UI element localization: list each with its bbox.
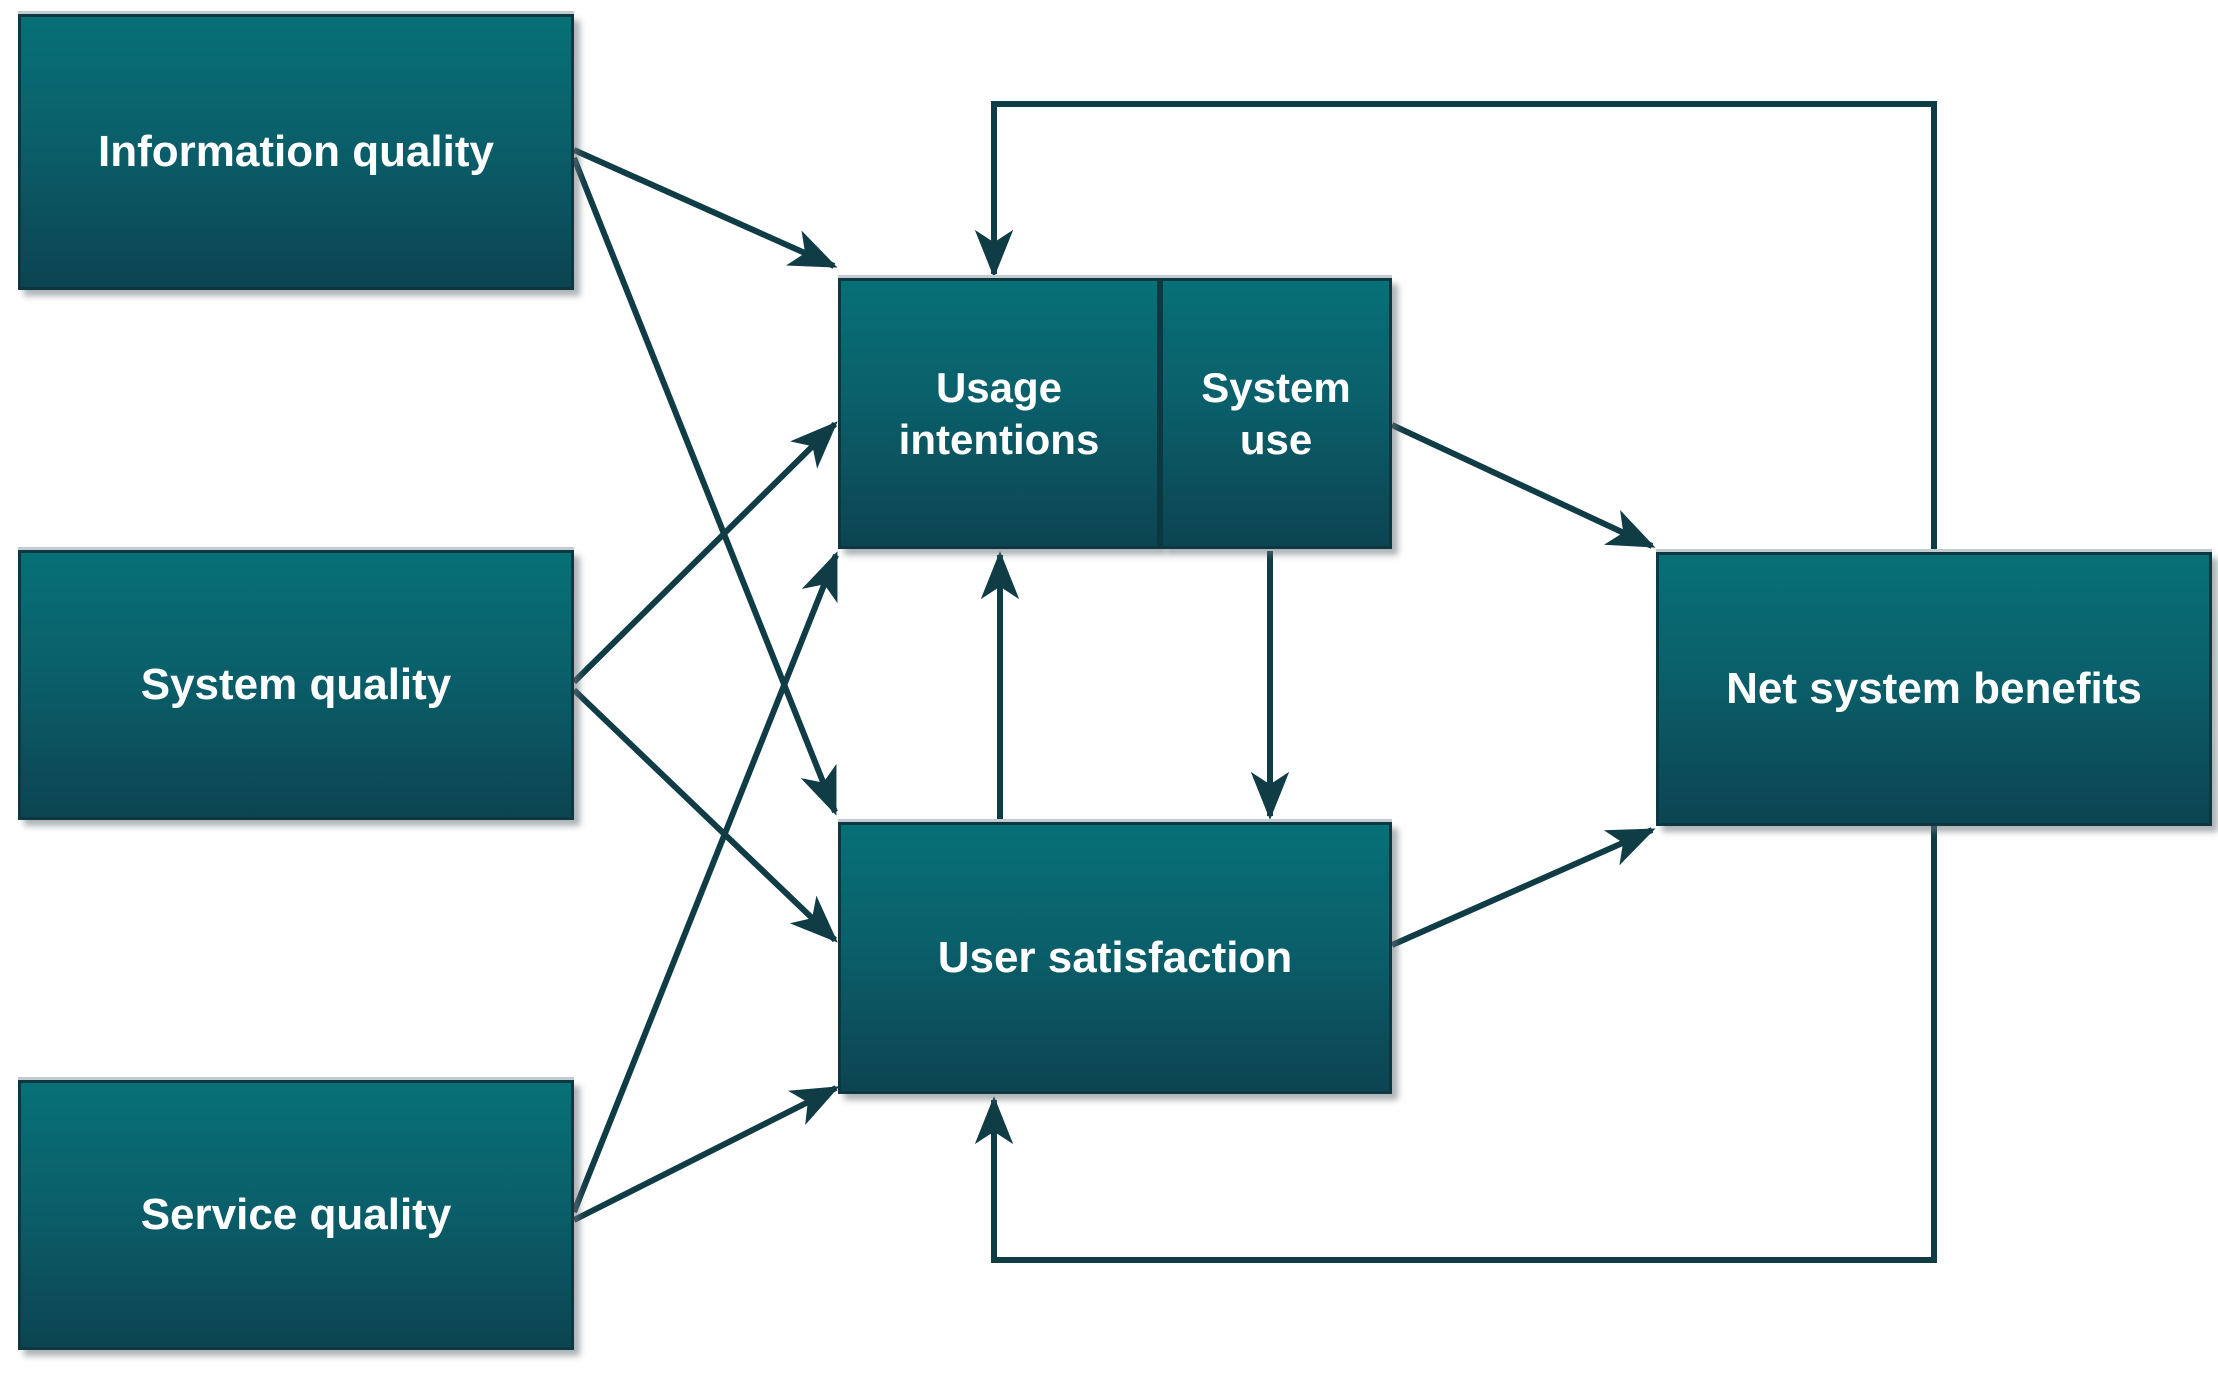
- edge-system-use-to-net-system-benefits: [1390, 422, 1656, 549]
- node-system-quality-label: System quality: [140, 660, 452, 710]
- node-user-satisfaction-label: User satisfaction: [937, 933, 1293, 983]
- edge-user-satisfaction-to-net-system-benefits: [1390, 827, 1656, 948]
- edge-system-quality-to-user-satisfaction: [571, 687, 838, 943]
- node-net-system-benefits: Net system benefits: [1656, 552, 2212, 826]
- node-information-quality-label: Information quality: [98, 127, 494, 177]
- node-service-quality-label: Service quality: [140, 1190, 452, 1240]
- node-system-quality: System quality: [18, 550, 574, 820]
- node-usage-intentions-label: Usage intentions: [898, 364, 1100, 463]
- node-service-quality: Service quality: [18, 1080, 574, 1350]
- edge-service-quality-to-usage-intentions: [571, 551, 839, 1214]
- node-net-system-benefits-label: Net system benefits: [1726, 664, 2142, 714]
- edge-feedback-net-system-benefits-to-user-satisfaction: [974, 826, 1937, 1263]
- node-information-quality: Information quality: [18, 14, 574, 290]
- edge-service-quality-to-user-satisfaction: [572, 1085, 840, 1223]
- edge-information-quality-to-user-satisfaction: [571, 156, 838, 816]
- edge-system-quality-to-usage-intentions: [571, 421, 838, 685]
- edge-feedback-net-system-benefits-to-usage-intentions: [974, 101, 1937, 552]
- node-usage-intentions: Usage intentions: [838, 278, 1160, 549]
- node-user-satisfaction: User satisfaction: [838, 822, 1392, 1094]
- node-system-use: System use: [1160, 278, 1392, 549]
- node-system-use-label: System use: [1201, 364, 1351, 463]
- edge-information-quality-to-usage-intentions: [572, 147, 838, 269]
